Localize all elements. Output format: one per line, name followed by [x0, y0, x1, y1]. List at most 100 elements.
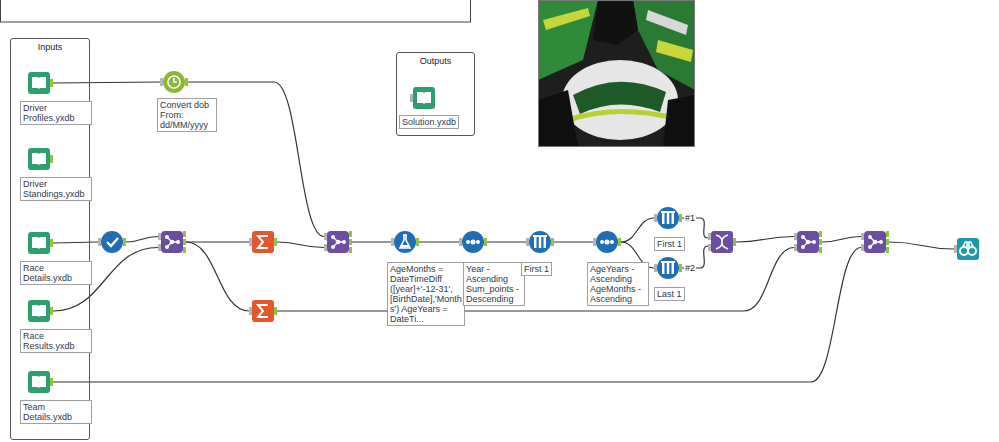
icon-part	[158, 233, 161, 240]
icon-part	[459, 238, 462, 246]
icon-part	[417, 92, 431, 104]
icon-part	[249, 298, 277, 324]
icon-part	[533, 235, 547, 237]
icon-part	[873, 240, 878, 245]
icon-part	[662, 262, 665, 274]
icon-part	[600, 240, 604, 244]
annotation-box	[1, 0, 471, 22]
icon-part	[249, 229, 277, 255]
icon-part	[249, 238, 252, 246]
icon-part	[416, 238, 419, 246]
icon-part	[794, 244, 797, 251]
icon-part	[471, 240, 476, 245]
tool-annotation: Driver Profiles.yxdb	[20, 101, 92, 125]
icon-part	[593, 229, 621, 255]
tool-annotation: Race Details.yxdb	[20, 261, 92, 285]
container-title: Outputs	[397, 56, 474, 66]
connection-label: #1	[684, 213, 696, 223]
tool-container: OutputsSolution.yxdb	[396, 52, 475, 136]
icon-part	[662, 212, 665, 224]
icon-part	[661, 261, 675, 263]
icon-part	[864, 231, 886, 253]
icon-part	[954, 245, 957, 253]
tool-annotation: Year - Ascending Sum_points - Descending	[463, 262, 525, 306]
icon-part	[183, 247, 186, 253]
icon-part	[50, 79, 53, 87]
icon-part	[349, 231, 352, 237]
icon-part	[28, 72, 50, 94]
connection	[53, 82, 160, 83]
icon-part	[185, 78, 188, 86]
tool-annotation: First 1	[521, 262, 552, 276]
icon-part	[526, 229, 554, 255]
icon-part	[529, 231, 551, 253]
icon-part	[50, 155, 53, 163]
jacket-patch	[646, 10, 688, 35]
connection	[419, 241, 459, 242]
icon-part	[324, 233, 327, 240]
photo-ground	[538, 0, 695, 147]
sample-tool: First 1	[654, 205, 682, 231]
icon-part	[349, 239, 352, 245]
icon-part	[593, 238, 596, 246]
connection	[126, 237, 158, 243]
icon-part	[605, 240, 610, 245]
icon-part	[168, 76, 180, 88]
connection	[277, 242, 324, 248]
icon-part	[158, 244, 161, 251]
icon-part	[960, 247, 968, 255]
icon-part	[708, 229, 736, 255]
tool-annotation: Last 1	[654, 287, 685, 301]
icon-part	[28, 232, 50, 254]
tool-annotation: Team Details.yxdb	[20, 400, 92, 424]
input-tool: Team Details.yxdb	[25, 369, 53, 395]
icon-part	[610, 240, 614, 244]
join-tool	[794, 229, 822, 255]
icon-part	[801, 245, 805, 249]
icon-part	[183, 231, 186, 237]
select-tool	[98, 229, 126, 255]
icon-part	[654, 264, 657, 272]
icon-part	[861, 244, 864, 251]
icon-part	[861, 229, 889, 255]
icon-part	[32, 237, 46, 249]
tool-annotation: Solution.yxdb	[399, 115, 459, 129]
join-tool	[324, 229, 352, 255]
icon-part	[879, 240, 883, 244]
icon-part	[661, 211, 675, 213]
sample-tool: Last 1	[654, 255, 682, 281]
icon-part	[160, 78, 163, 86]
jacket-stripe	[543, 8, 590, 30]
icon-part	[391, 238, 394, 246]
icon-part	[32, 305, 46, 317]
icon-part	[957, 238, 979, 260]
icon-part	[158, 229, 186, 255]
icon-part	[794, 229, 822, 255]
icon-part	[25, 230, 53, 256]
icon-part	[170, 240, 175, 245]
icon-part	[794, 233, 797, 240]
icon-part	[331, 245, 335, 249]
helmet	[562, 60, 678, 140]
icon-part	[886, 239, 889, 245]
icon-part	[25, 70, 53, 96]
connection	[621, 218, 654, 242]
icon-part	[101, 231, 123, 253]
icon-part	[868, 245, 872, 249]
icon-part	[886, 231, 889, 237]
union-tool	[708, 229, 736, 255]
icon-part	[679, 264, 682, 272]
icon-part	[249, 307, 252, 315]
icon-part	[459, 229, 487, 255]
output-tool: Solution.yxdb	[410, 85, 438, 111]
icon-part	[25, 146, 53, 172]
icon-part	[98, 229, 126, 255]
icon-part	[654, 214, 657, 222]
icon-part	[165, 245, 169, 249]
driver-photo	[538, 0, 695, 147]
icon-part	[886, 247, 889, 253]
icon-part	[819, 231, 822, 237]
icon-part	[539, 236, 542, 248]
